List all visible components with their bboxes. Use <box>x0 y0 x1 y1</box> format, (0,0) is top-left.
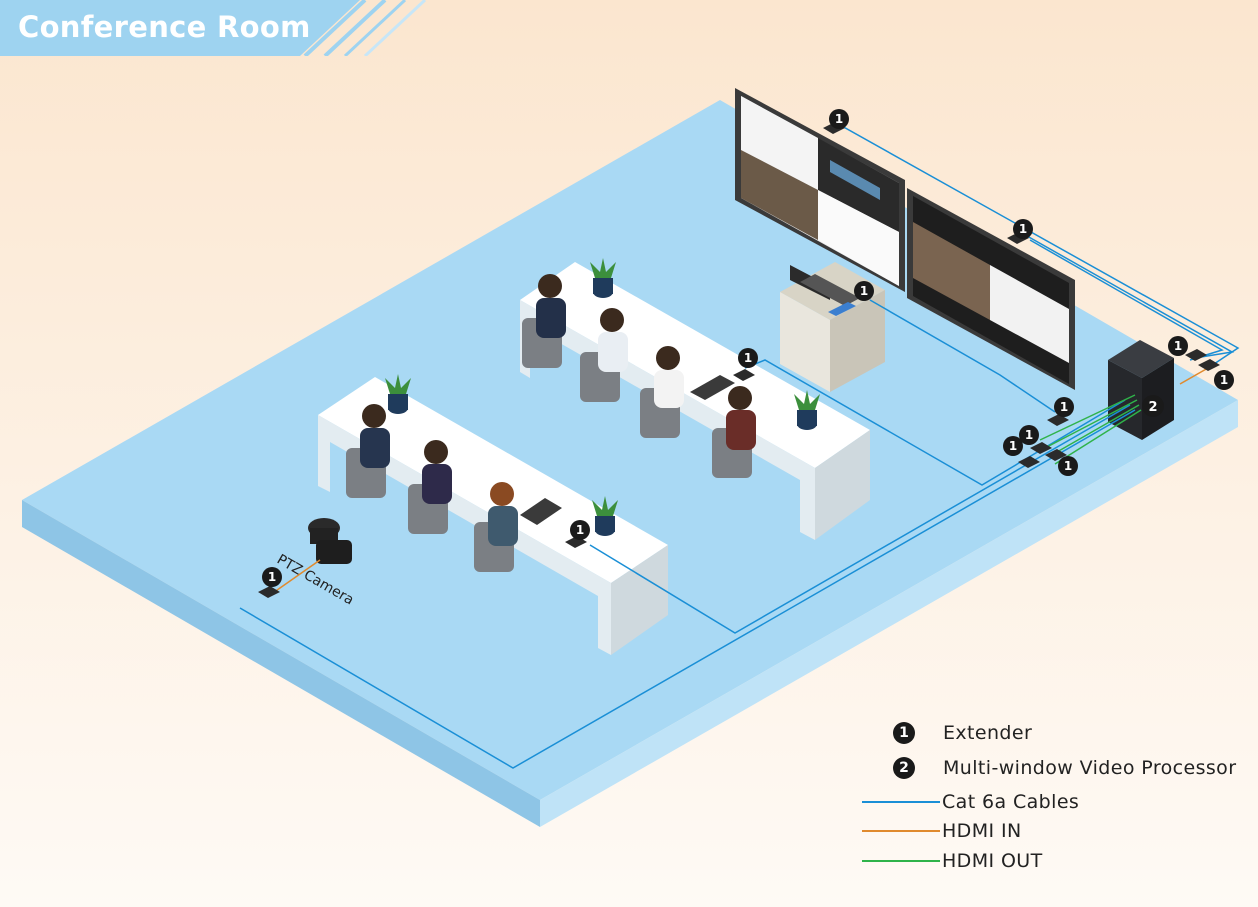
legend-item-extender: 1 Extender <box>893 722 1032 744</box>
hdmi-in-swatch <box>862 830 940 832</box>
svg-text:1: 1 <box>1060 400 1068 414</box>
legend-label: HDMI OUT <box>942 850 1043 872</box>
svg-text:1: 1 <box>1174 339 1182 353</box>
plant-icon <box>592 496 618 536</box>
svg-text:1: 1 <box>268 570 276 584</box>
legend-label: Extender <box>943 722 1033 744</box>
ptz-camera-icon <box>308 518 352 564</box>
page-title: Conference Room <box>18 10 311 44</box>
hdmi-in-cables <box>269 367 1209 596</box>
svg-text:1: 1 <box>835 112 843 126</box>
plant-icon <box>590 258 616 298</box>
header-banner <box>0 0 427 56</box>
hdmi-out-swatch <box>862 860 940 862</box>
svg-text:1: 1 <box>744 351 752 365</box>
cat6a-swatch <box>862 801 940 803</box>
attendees-front-row <box>346 404 562 572</box>
display-screen-right <box>907 188 1075 390</box>
processor-badge: 2 <box>893 757 915 779</box>
legend-line-hdmi-in: HDMI IN <box>862 820 1022 842</box>
svg-text:1: 1 <box>1064 459 1072 473</box>
svg-text:1: 1 <box>1025 428 1033 442</box>
legend-label: HDMI IN <box>942 820 1022 842</box>
attendees-back-row <box>522 274 756 478</box>
svg-text:2: 2 <box>1148 400 1157 415</box>
svg-text:1: 1 <box>1220 373 1228 387</box>
legend-line-cat6a: Cat 6a Cables <box>862 791 1079 813</box>
hdmi-out-cables <box>1039 394 1142 465</box>
svg-text:1: 1 <box>576 523 584 537</box>
legend-label: Cat 6a Cables <box>942 791 1080 813</box>
svg-text:1: 1 <box>1019 222 1027 236</box>
svg-text:1: 1 <box>860 284 868 298</box>
extender-badge: 1 <box>893 722 915 744</box>
plant-icon <box>794 390 820 430</box>
svg-text:1: 1 <box>1009 439 1017 453</box>
legend-label: Multi-window Video Processor <box>943 757 1237 779</box>
display-screen-left <box>735 88 905 292</box>
processor-marker: 2 <box>1142 395 1164 417</box>
legend-line-hdmi-out: HDMI OUT <box>862 850 1043 872</box>
extender-marker: 1 1 1 1 1 1 1 1 1 1 1 1 <box>262 109 1234 587</box>
podium <box>780 262 885 392</box>
legend-item-processor: 2 Multi-window Video Processor <box>893 757 1236 779</box>
plant-icon <box>385 374 411 414</box>
